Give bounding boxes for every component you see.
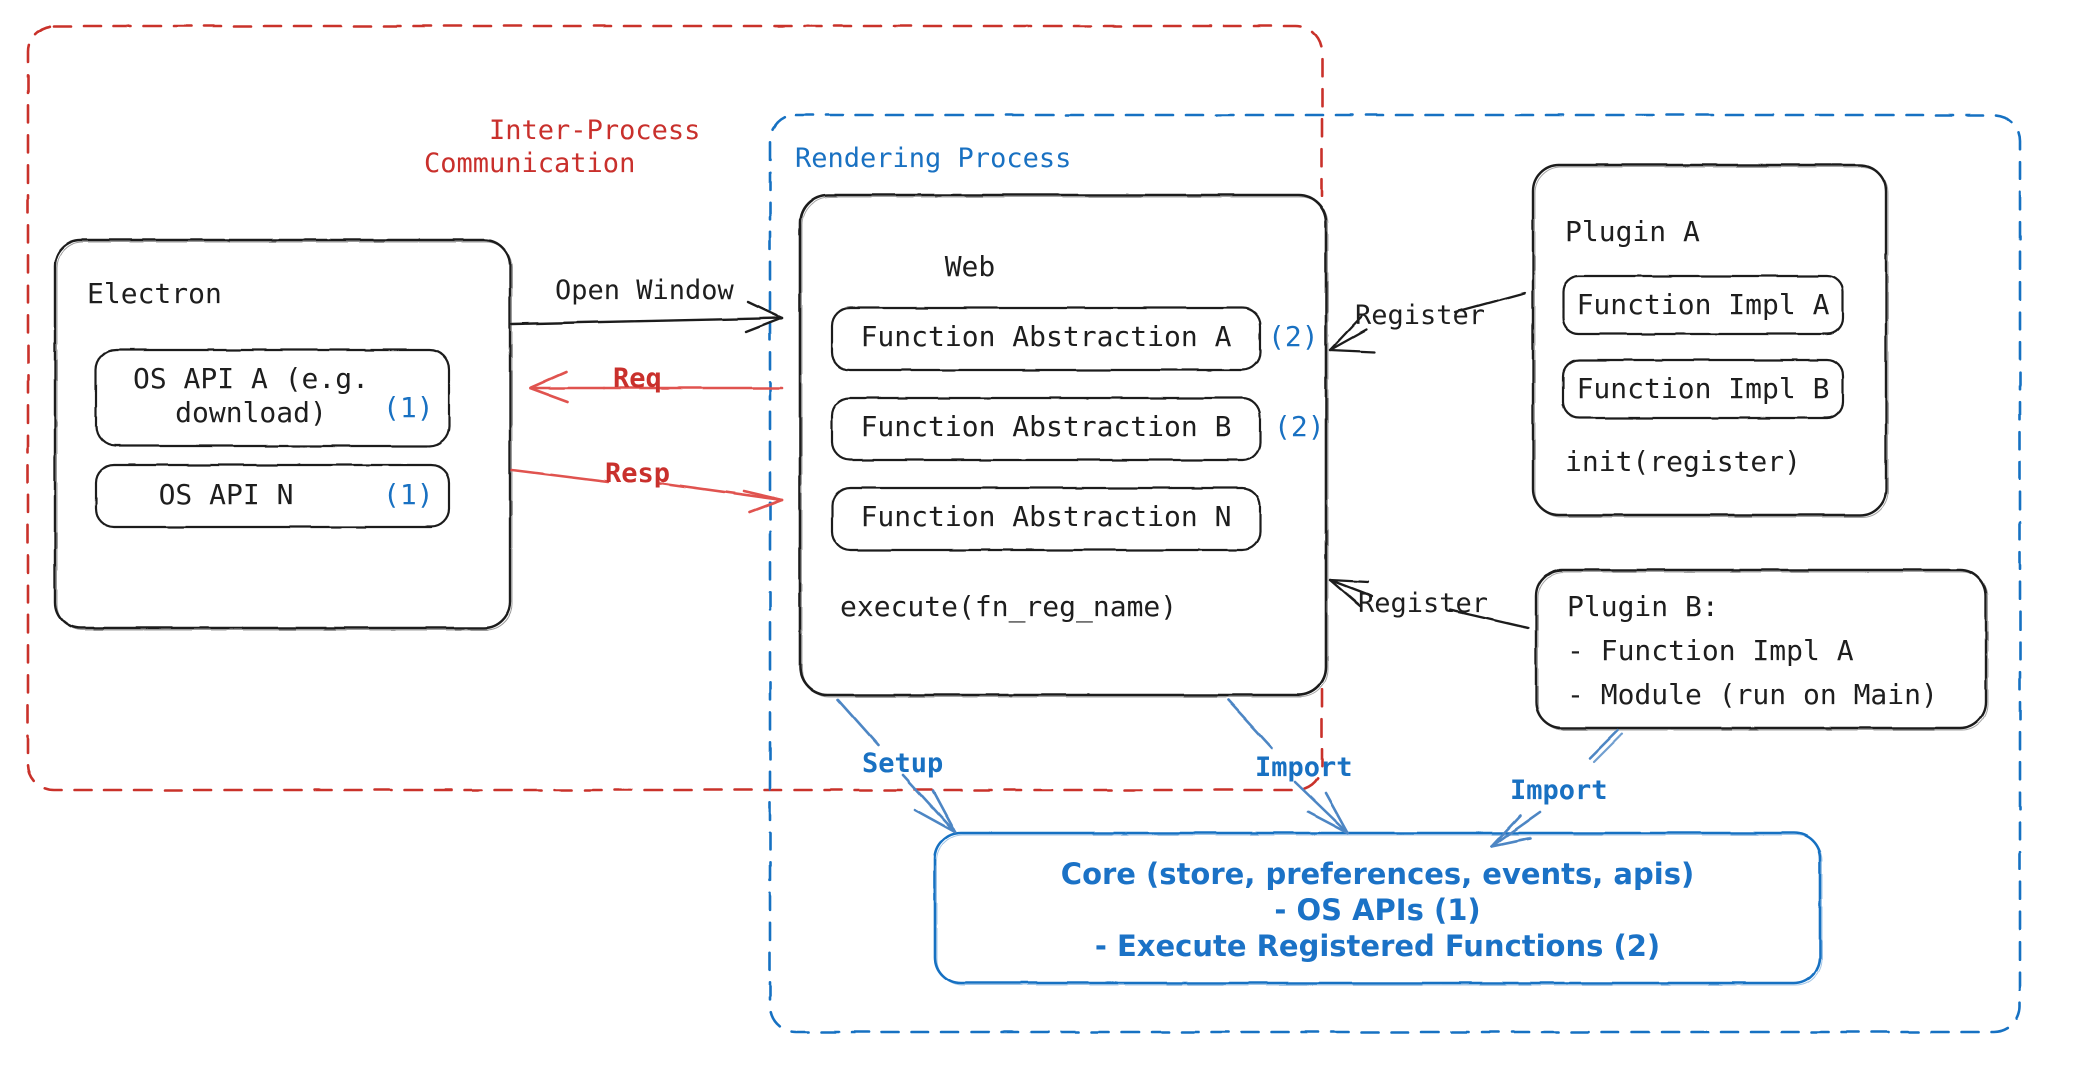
node-title-plugin-b: Plugin B:	[1567, 590, 1719, 623]
edge-label-import-plugin: Import	[1510, 775, 1608, 806]
edge-label-register-bottom: Register	[1358, 588, 1489, 619]
node-title-web: Web	[944, 250, 996, 283]
container-label-rendering-process: Rendering Process	[795, 143, 1072, 174]
mark-function-abstraction-a: (2)	[1268, 320, 1319, 353]
edge-label-open-window: Open Window	[555, 275, 734, 306]
node-line-plugin-b-function-impl-a: - Function Impl A	[1567, 634, 1854, 667]
edge-label-resp: Resp	[605, 458, 671, 489]
edge-label-setup: Setup	[862, 748, 944, 779]
mark-os-api-n: (1)	[383, 478, 434, 511]
edge-label-register-top: Register	[1355, 300, 1486, 331]
mark-function-abstraction-b: (2)	[1274, 410, 1325, 443]
node-label-function-abstraction-a[interactable]: Function Abstraction A	[860, 320, 1232, 353]
node-title-electron: Electron	[87, 277, 222, 310]
edge-label-import-web: Import	[1255, 752, 1353, 783]
node-footer-plugin-a-init: init(register)	[1565, 445, 1802, 478]
node-line-core-os-apis: - OS APIs (1)	[1274, 893, 1481, 927]
mark-os-api-a: (1)	[383, 391, 434, 424]
node-line-core-execute-registered: - Execute Registered Functions (2)	[1094, 929, 1661, 963]
node-label-os-api-n[interactable]: OS API N	[158, 478, 294, 511]
node-label-function-impl-a[interactable]: Function Impl A	[1576, 288, 1830, 321]
node-label-function-abstraction-b[interactable]: Function Abstraction B	[860, 410, 1232, 443]
container-label-inter-process-communication: Inter-Process Communication	[424, 114, 701, 179]
node-footer-web-execute: execute(fn_reg_name)	[840, 590, 1178, 623]
node-line-core-title: Core (store, preferences, events, apis)	[1060, 857, 1695, 891]
node-line-plugin-b-module: - Module (run on Main)	[1567, 678, 1938, 711]
node-label-function-abstraction-n[interactable]: Function Abstraction N	[860, 500, 1232, 533]
node-label-function-impl-b[interactable]: Function Impl B	[1576, 372, 1830, 405]
node-title-plugin-a: Plugin A	[1565, 215, 1700, 248]
node-label-os-api-a[interactable]: OS API A (e.g. download)	[132, 362, 369, 430]
edge-label-req: Req	[613, 363, 662, 394]
